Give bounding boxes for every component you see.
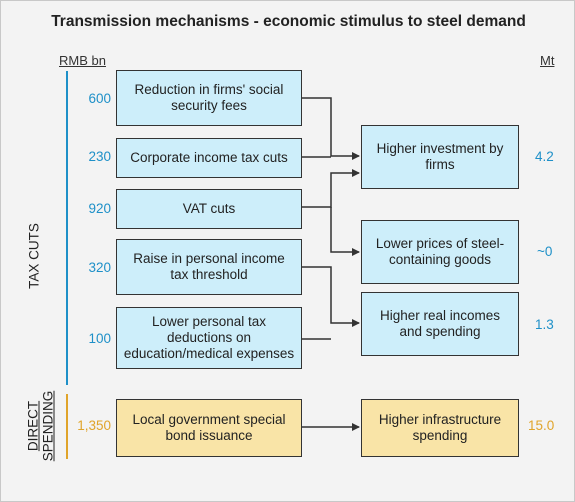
input-value-bond-issuance: 1,350 [77,418,111,433]
arrow-social-security-to-investment [302,97,360,160]
input-value-tax-deductions: 100 [88,331,111,346]
box-special-bond-issuance: Local government special bond issuance [116,399,302,457]
arrow-income-threshold-to-real-incomes [302,266,360,327]
box-higher-investment: Higher investment by firms [361,125,519,189]
box-personal-tax-deductions: Lower personal tax deductions on educati… [116,307,302,369]
box-vat-cuts: VAT cuts [116,189,302,229]
input-value-social-security: 600 [88,91,111,106]
box-higher-real-incomes: Higher real incomes and spending [361,292,519,356]
input-value-income-threshold: 320 [88,260,111,275]
tax-cuts-bar [66,71,68,385]
input-value-vat: 920 [88,201,111,216]
box-higher-infrastructure: Higher infrastructure spending [361,399,519,457]
output-value-real-incomes: 1.3 [535,317,554,332]
diagram-title: Transmission mechanisms - economic stimu… [51,13,526,30]
direct-spending-bar [66,394,68,459]
arrow-vat-to-investment [302,169,360,208]
box-social-security-fees: Reduction in firms' social security fees [116,70,302,126]
arrow-vat-to-prices [330,207,360,256]
input-value-corporate-tax: 230 [88,149,111,164]
output-value-investment: 4.2 [535,149,554,164]
left-unit-label: RMB bn [59,53,106,68]
right-unit-label: Mt [540,53,555,68]
output-value-prices: ~0 [537,244,553,259]
box-corporate-income-tax: Corporate income tax cuts [116,138,302,178]
output-value-infrastructure: 15.0 [528,418,555,433]
box-lower-prices: Lower prices of steel-containing goods [361,220,519,284]
box-income-tax-threshold: Raise in personal income tax threshold [116,239,302,295]
